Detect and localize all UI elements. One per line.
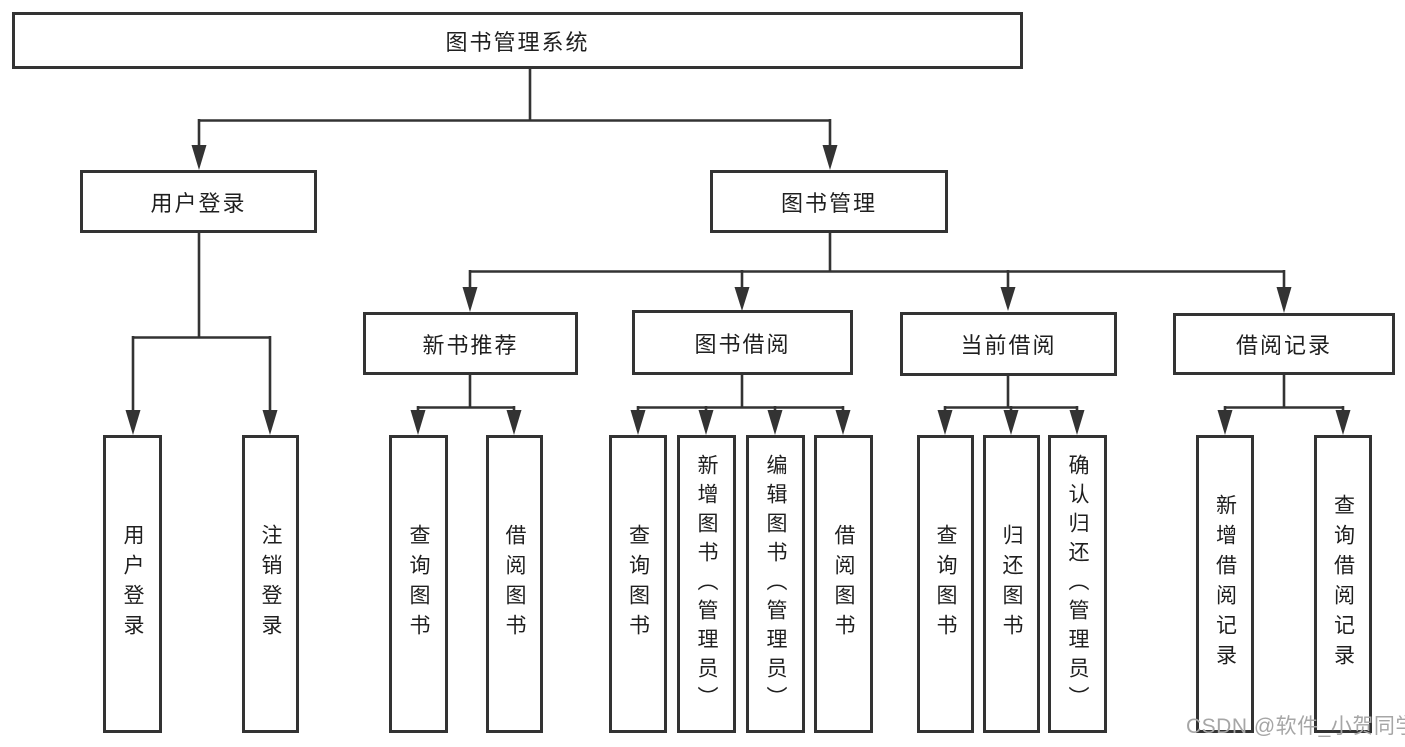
leaf-query-books: 查询图书: [609, 435, 667, 733]
leaf-borrow-books: 借阅图书: [814, 435, 873, 733]
node-label: 用户登录: [150, 190, 247, 216]
leaf-label: 新增借阅记录: [1213, 494, 1237, 674]
leaf-label: 查询借阅记录: [1331, 494, 1355, 674]
leaf-label: 注销登录: [259, 524, 282, 644]
leaf-query-books: 查询图书: [917, 435, 974, 733]
leaf-label: 归还图书: [1000, 524, 1023, 644]
leaf-return-books: 归还图书: [983, 435, 1040, 733]
leaf-add-books-admin: 新增图书（管理员）: [677, 435, 736, 733]
leaf-query-borrow-record: 查询借阅记录: [1314, 435, 1372, 733]
node-label: 图书借阅: [694, 331, 791, 357]
node-user-login-branch: 用户登录: [80, 170, 317, 233]
node-root-label: 图书管理系统: [445, 29, 590, 55]
leaf-label: 查询图书: [934, 524, 957, 644]
node-book-borrow: 图书借阅: [632, 310, 853, 375]
node-label: 新书推荐: [422, 332, 519, 358]
node-root-system: 图书管理系统: [12, 12, 1023, 69]
arrowhead-icons: [125, 145, 1351, 435]
node-label: 图书管理: [780, 190, 877, 216]
node-new-book-recommend: 新书推荐: [363, 312, 578, 375]
leaf-label: 查询图书: [626, 524, 650, 644]
node-label: 当前借阅: [960, 333, 1057, 358]
leaf-label: 借阅图书: [503, 524, 526, 644]
leaf-label: 新增图书（管理员）: [695, 453, 718, 715]
leaf-borrow-books: 借阅图书: [486, 435, 543, 733]
leaf-label: 确认归还（管理员）: [1066, 453, 1089, 715]
leaf-label: 编辑图书（管理员）: [764, 453, 787, 715]
node-current-borrow: 当前借阅: [900, 312, 1117, 376]
node-borrow-records: 借阅记录: [1173, 313, 1395, 375]
leaf-label: 查询图书: [407, 524, 430, 644]
leaf-query-books: 查询图书: [389, 435, 448, 733]
leaf-edit-books-admin: 编辑图书（管理员）: [746, 435, 805, 733]
csdn-watermark: CSDN @软件_小贺同学: [1186, 715, 1405, 738]
leaf-label: 用户登录: [121, 524, 144, 644]
leaf-logout: 注销登录: [242, 435, 299, 733]
leaf-add-borrow-record: 新增借阅记录: [1196, 435, 1254, 733]
leaf-label: 借阅图书: [832, 524, 855, 644]
leaf-user-login: 用户登录: [103, 435, 162, 733]
leaf-confirm-return-admin: 确认归还（管理员）: [1048, 435, 1107, 733]
node-book-management-branch: 图书管理: [710, 170, 948, 233]
node-label: 借阅记录: [1235, 333, 1332, 358]
